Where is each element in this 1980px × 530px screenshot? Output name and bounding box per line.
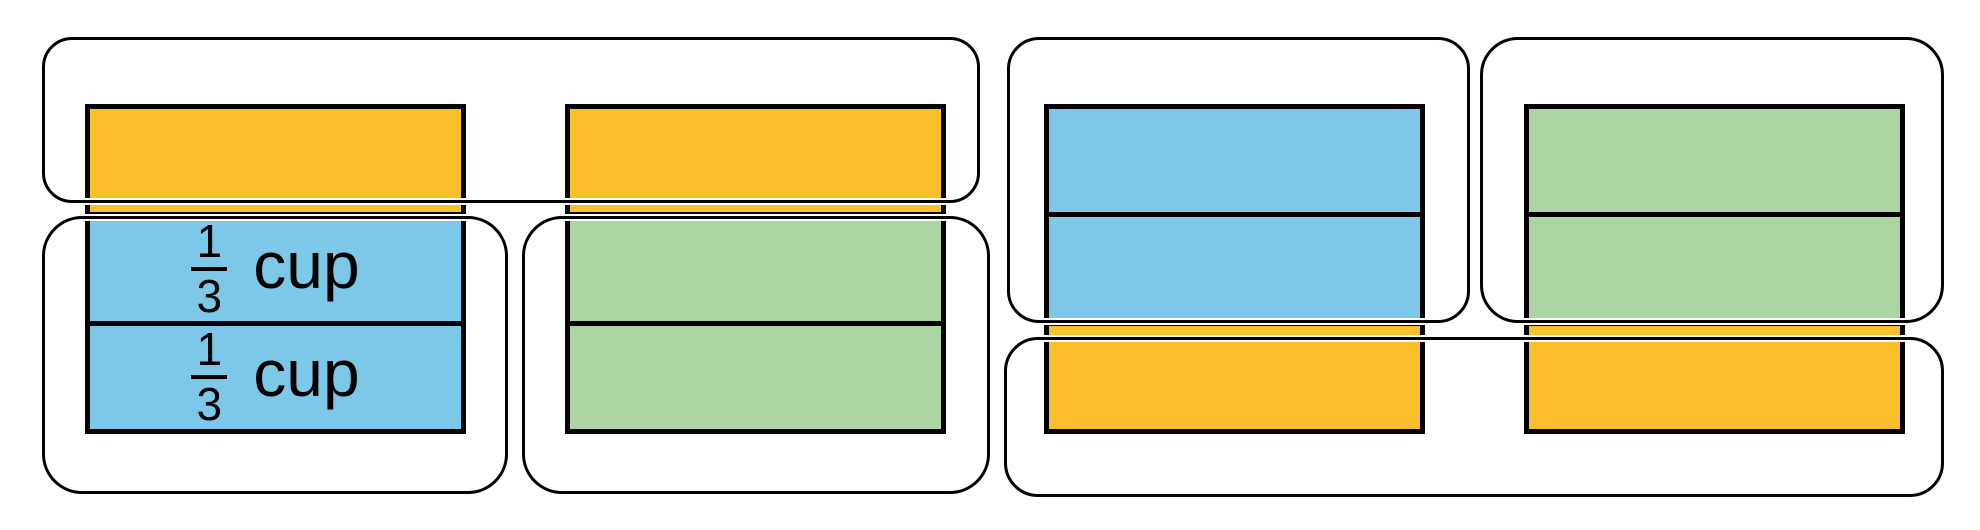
fraction-rule — [191, 266, 228, 271]
fraction-denominator: 3 — [196, 378, 223, 431]
unit-label: cup — [253, 227, 360, 302]
unit-label: cup — [253, 336, 360, 411]
fraction: 1 3 — [191, 322, 228, 431]
bar4-segment-middle-green — [1529, 212, 1900, 321]
bar2-segment-bottom-green — [570, 320, 941, 429]
bar1-segment-bottom-blue: 1 3 cup — [90, 320, 461, 431]
bar1-segment-top-orange — [90, 109, 461, 213]
fraction-numerator: 1 — [196, 214, 223, 267]
bar3-segment-bottom-orange — [1049, 320, 1420, 429]
fraction-denominator: 3 — [196, 269, 223, 322]
fraction: 1 3 — [191, 214, 228, 322]
bar4-segment-bottom-orange — [1529, 320, 1900, 429]
bar4-segment-top-green — [1529, 109, 1900, 213]
bar1-segment-middle-blue: 1 3 cup — [90, 212, 461, 322]
bar2-segment-top-orange — [570, 109, 941, 213]
bar2-segment-middle-green — [570, 212, 941, 321]
third-cup-label: 1 3 cup — [191, 322, 360, 431]
fraction-rule — [191, 375, 228, 380]
cup-bar-4 — [1524, 104, 1905, 434]
cup-bar-2 — [565, 104, 946, 434]
fraction-numerator: 1 — [196, 322, 223, 375]
third-cup-label: 1 3 cup — [191, 214, 360, 322]
cup-bar-1: 1 3 cup 1 3 cup — [85, 104, 466, 434]
bar3-segment-top-blue — [1049, 109, 1420, 213]
cup-bar-3 — [1044, 104, 1425, 434]
bar3-segment-middle-blue — [1049, 212, 1420, 321]
